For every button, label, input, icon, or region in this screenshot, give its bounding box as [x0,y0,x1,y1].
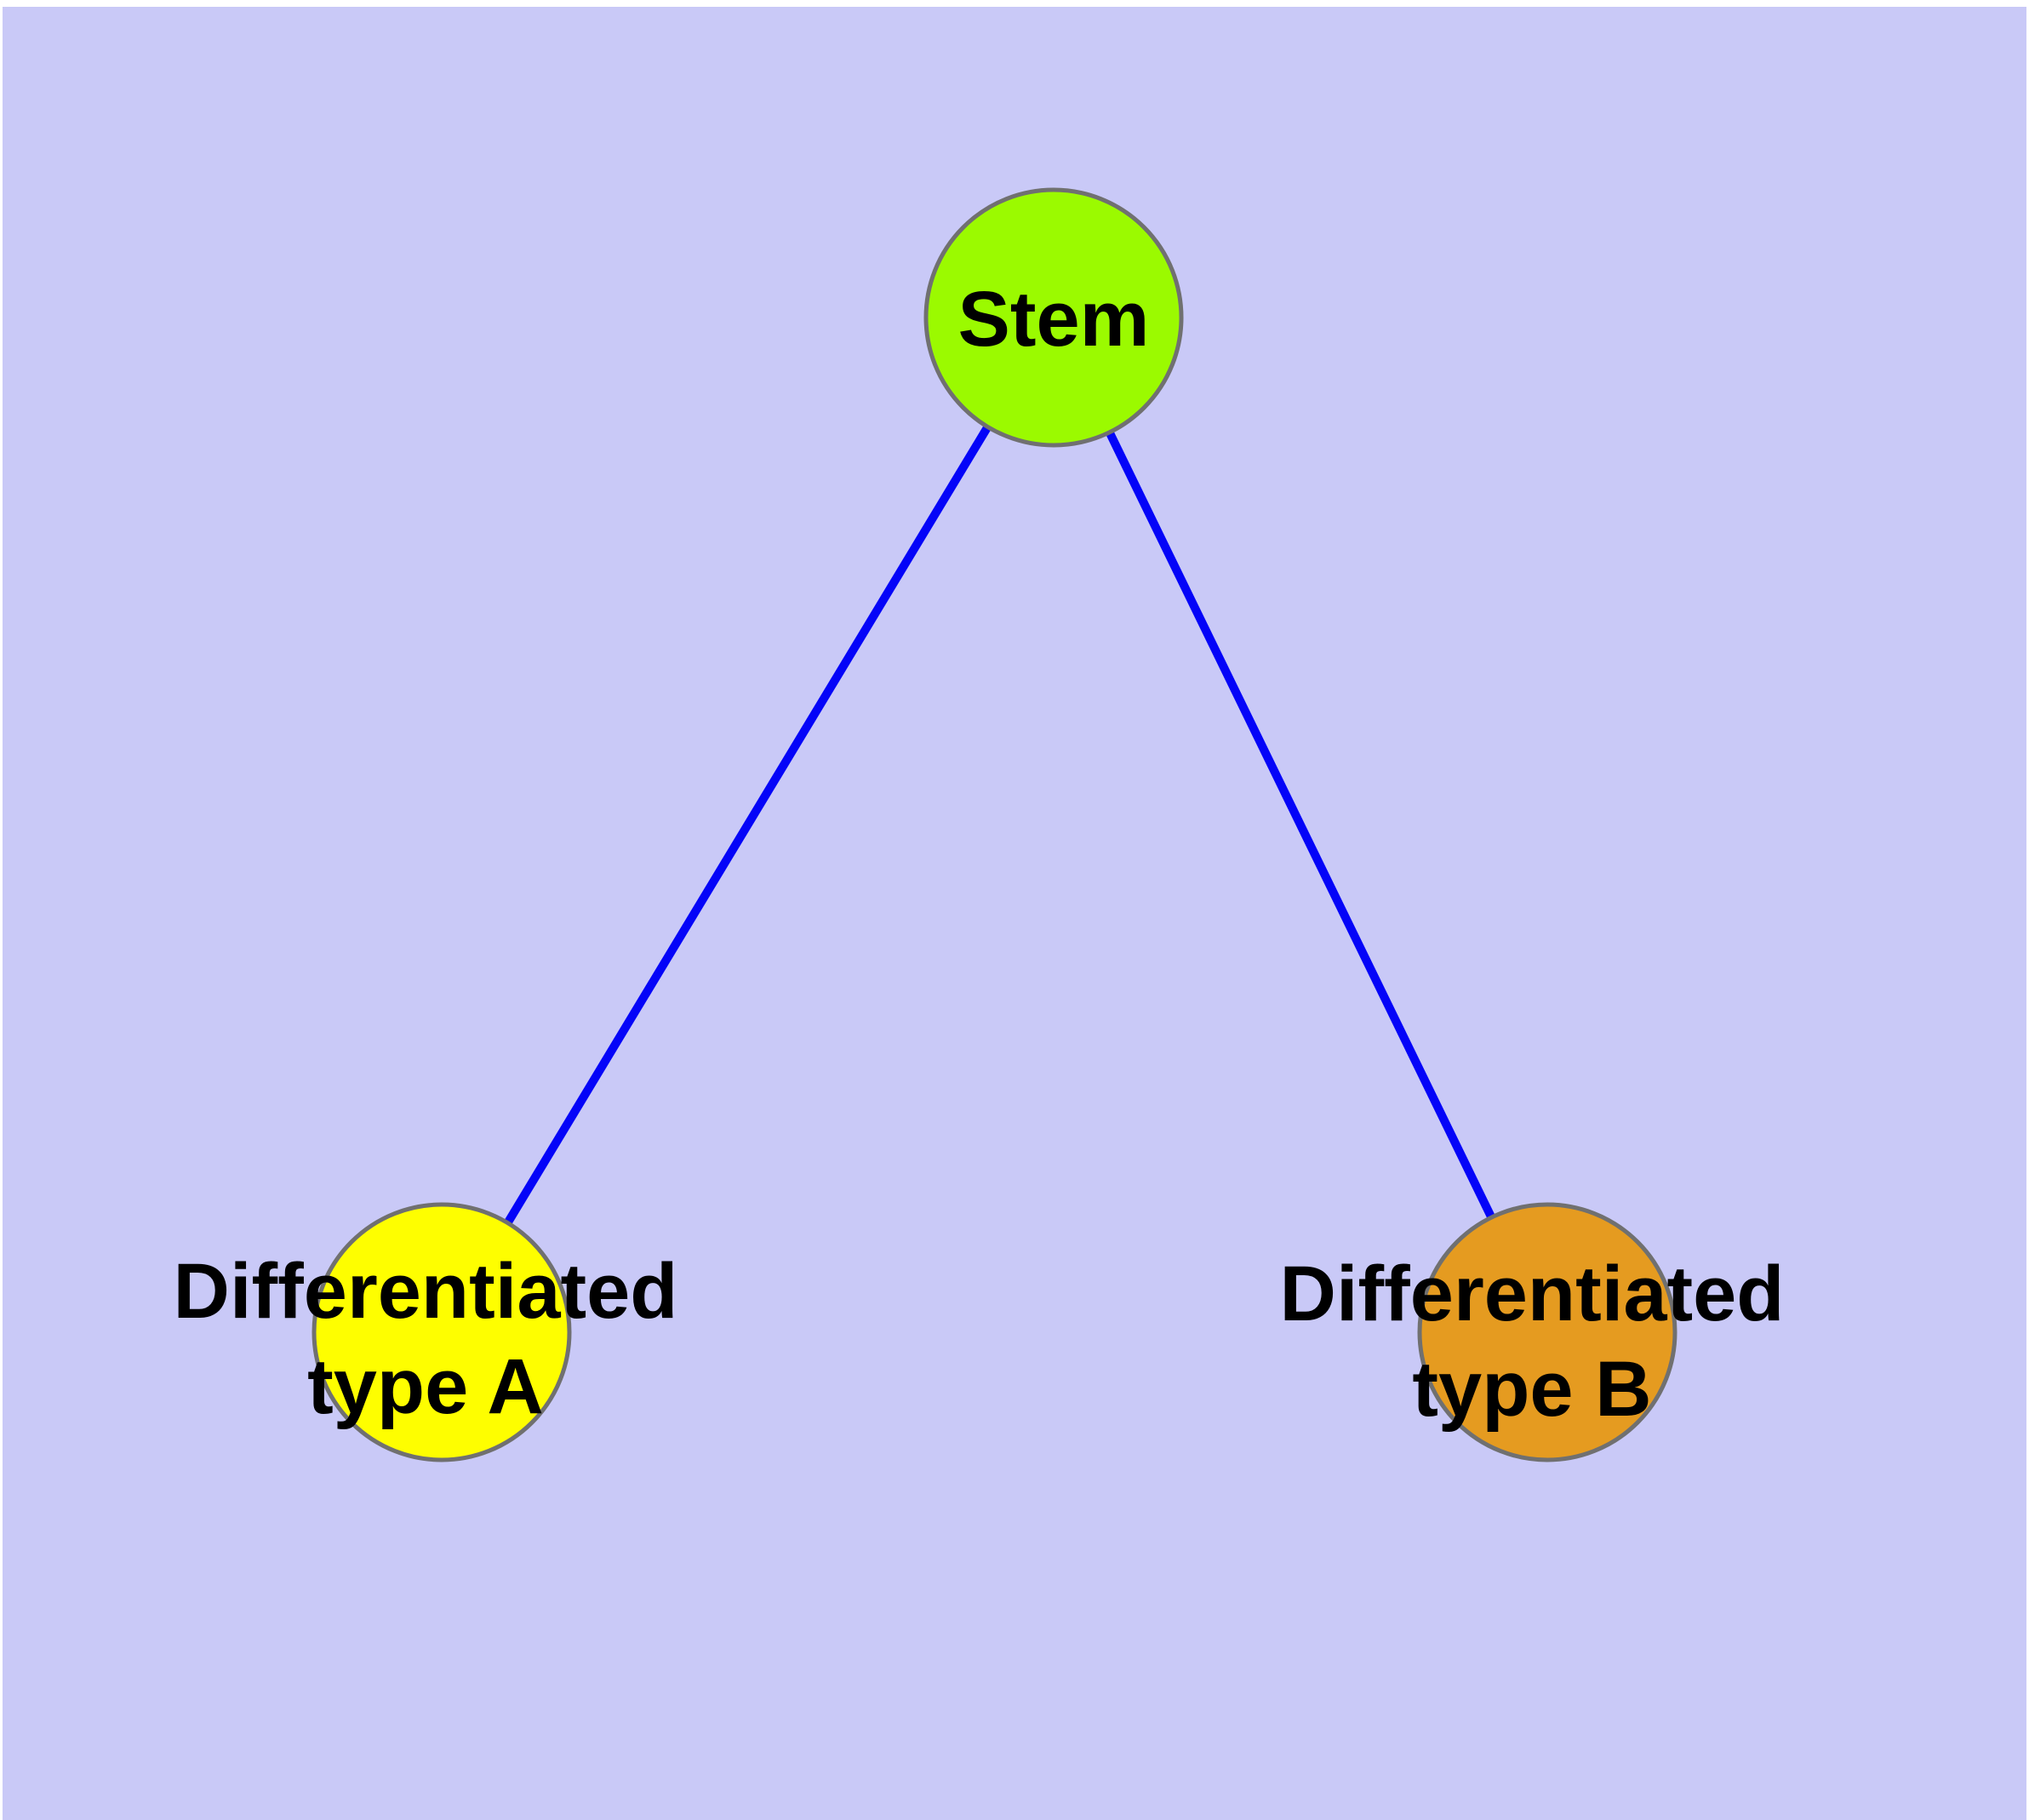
type-b-node-circle [1417,1202,1677,1462]
stem-node-circle [923,187,1184,448]
stem-node-label: Stem [958,276,1150,363]
type-a-label-line-2: type A [307,1343,544,1430]
type-b-label-line-1: Differentiated [1280,1251,1785,1337]
edge-stem-to-type-b [1049,315,1552,1335]
type-a-node-circle [311,1202,572,1462]
type-b-label-line-2: type B [1412,1346,1651,1433]
edge-stem-to-type-a [437,315,1058,1335]
type-a-label-line-1: Differentiated [174,1248,678,1335]
